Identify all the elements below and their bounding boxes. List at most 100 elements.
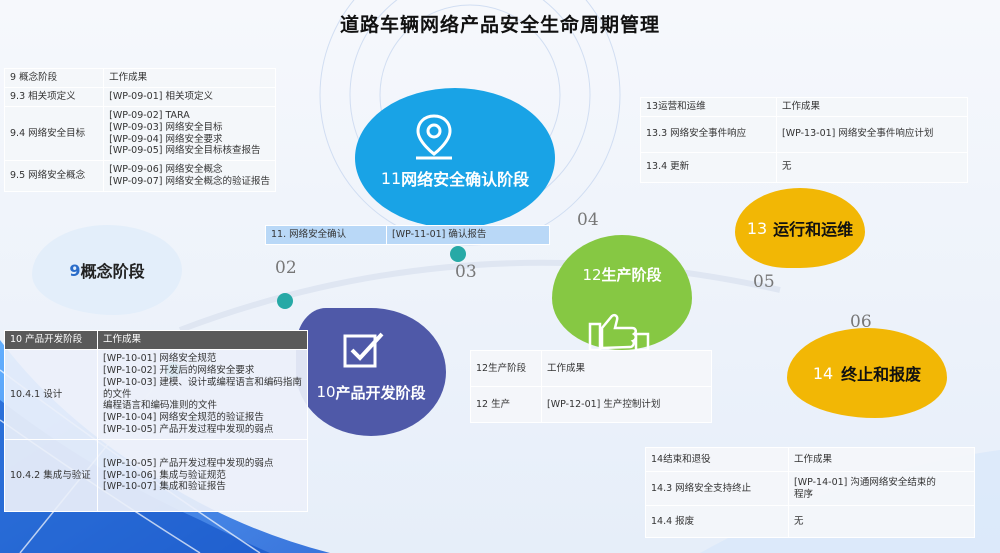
row-items: [WP-14-01] 沟通网络安全结束的 程序 xyxy=(788,471,975,506)
end-table: 14结束和退役 工作成果 14.3 网络安全支持终止 [WP-14-01] 沟通… xyxy=(645,447,975,538)
table-header: 10 产品开发阶段 工作成果 xyxy=(4,330,308,350)
row-items: [WP-09-01] 相关项定义 xyxy=(103,86,276,107)
row-item: [WP-14-01] 沟通网络安全结束的 xyxy=(794,476,936,488)
row-label: 10.4.1 设计 xyxy=(4,348,98,441)
stage-number: 10 xyxy=(316,383,336,401)
table-header-cell: 13运营和运维 xyxy=(640,97,777,117)
stage-number: 13 xyxy=(746,218,768,238)
row-item: [WP-10-07] 集成和验证报告 xyxy=(103,481,226,493)
row-items: [WP-10-05] 产品开发过程中发现的弱点 [WP-10-06] 集成与验证… xyxy=(97,439,308,512)
row-item: [WP-11-01] 确认报告 xyxy=(386,225,550,245)
stage-number: 12 xyxy=(582,265,602,284)
row-label: 9.5 网络安全概念 xyxy=(3,160,105,192)
row-item: [WP-10-02] 开发后的网络安全要求 xyxy=(103,364,255,376)
table-row: 9.3 相关项定义 [WP-09-01] 相关项定义 xyxy=(3,86,276,107)
page-title: 道路车辆网络产品安全生命周期管理 xyxy=(339,14,660,36)
marker-02: 02 xyxy=(275,258,297,278)
stage-number: 11 xyxy=(380,168,402,188)
row-label: 14.4 报废 xyxy=(645,505,789,538)
table-row: 13.4 更新 无 xyxy=(640,151,968,183)
stage-number: 9 xyxy=(69,260,81,280)
table-row: 9.4 网络安全目标 [WP-09-02] TARA [WP-09-03] 网络… xyxy=(3,105,276,162)
concept-table: 9 概念阶段 工作成果 9.3 相关项定义 [WP-09-01] 相关项定义 9… xyxy=(3,68,276,192)
checkbox-icon xyxy=(343,332,384,368)
row-label: 11. 网络安全确认 xyxy=(265,225,387,245)
marker-05: 05 xyxy=(753,272,775,292)
row-item: 无 xyxy=(788,505,975,538)
row-item: [WP-10-04] 网络安全规范的验证报告 xyxy=(103,412,264,424)
table-row: 10.4.2 集成与验证 [WP-10-05] 产品开发过程中发现的弱点 [WP… xyxy=(4,439,308,512)
stage-number: 14 xyxy=(812,363,834,383)
table-header: 12生产阶段 工作成果 xyxy=(470,350,712,387)
row-item: [WP-09-02] TARA xyxy=(109,109,190,121)
row-item: [WP-09-03] 网络安全目标 xyxy=(109,121,223,133)
table-header: 14结束和退役 工作成果 xyxy=(645,447,975,472)
dev-table: 10 产品开发阶段 工作成果 10.4.1 设计 [WP-10-01] 网络安全… xyxy=(4,330,308,512)
row-item: [WP-10-01] 网络安全规范 xyxy=(103,352,217,364)
table-header-cell: 10 产品开发阶段 xyxy=(4,330,98,350)
row-item: 无 xyxy=(776,151,968,183)
table-row: 10.4.1 设计 [WP-10-01] 网络安全规范 [WP-10-02] 开… xyxy=(4,348,308,441)
thumbs-up-icon xyxy=(588,313,650,352)
table-row: 9.5 网络安全概念 [WP-09-06] 网络安全概念 [WP-09-07] … xyxy=(3,160,276,192)
timeline-dot xyxy=(450,246,466,262)
production-table: 12生产阶段 工作成果 12 生产 [WP-12-01] 生产控制计划 xyxy=(470,350,712,423)
table-header: 13运营和运维 工作成果 xyxy=(640,97,968,117)
row-item: [WP-10-05] 产品开发过程中发现的弱点 xyxy=(103,457,274,469)
table-row: 14.4 报废 无 xyxy=(645,505,975,538)
table-header-cell: 12生产阶段 xyxy=(470,350,542,387)
table-header-cell: 工作成果 xyxy=(541,350,712,387)
stage-label: 运行和运维 xyxy=(773,220,854,239)
row-item: [WP-10-03] 建模、设计或编程语言和编码指南 xyxy=(103,376,302,388)
table-header: 9 概念阶段 工作成果 xyxy=(3,68,276,88)
row-item: [WP-13-01] 网络安全事件响应计划 xyxy=(776,115,968,153)
row-item: [WP-12-01] 生产控制计划 xyxy=(541,386,712,423)
row-item: 程序 xyxy=(794,488,814,500)
table-header-cell: 工作成果 xyxy=(776,97,968,117)
row-item: 的文件 xyxy=(103,388,132,400)
location-pin-icon xyxy=(416,114,452,160)
table-row: 12 生产 [WP-12-01] 生产控制计划 xyxy=(470,386,712,423)
row-item: [WP-09-06] 网络安全概念 xyxy=(109,164,223,176)
row-label: 9.4 网络安全目标 xyxy=(3,105,105,162)
stage-label: 生产阶段 xyxy=(601,266,662,284)
confirm-table: 11. 网络安全确认 [WP-11-01] 确认报告 xyxy=(265,225,550,245)
row-items: [WP-10-01] 网络安全规范 [WP-10-02] 开发后的网络安全要求 … xyxy=(97,348,308,441)
stage-end: 14 终止和报废 xyxy=(787,328,947,418)
table-row: 14.3 网络安全支持终止 [WP-14-01] 沟通网络安全结束的 程序 xyxy=(645,471,975,506)
row-item: 编程语言和编码准则的文件 xyxy=(103,400,218,412)
row-item: [WP-09-01] 相关项定义 xyxy=(109,90,213,102)
table-row: 11. 网络安全确认 [WP-11-01] 确认报告 xyxy=(265,225,550,245)
row-label: 13.3 网络安全事件响应 xyxy=(640,115,777,153)
stage-label: 网络安全确认阶段 xyxy=(401,170,530,189)
timeline-dot xyxy=(277,293,293,309)
row-label: 14.3 网络安全支持终止 xyxy=(645,471,789,506)
table-header-cell: 工作成果 xyxy=(97,330,308,350)
row-label: 13.4 更新 xyxy=(640,151,777,183)
ops-table: 13运营和运维 工作成果 13.3 网络安全事件响应 [WP-13-01] 网络… xyxy=(640,97,968,183)
row-items: [WP-09-06] 网络安全概念 [WP-09-07] 网络安全概念的验证报告 xyxy=(103,160,276,192)
row-item: [WP-10-06] 集成与验证规范 xyxy=(103,469,226,481)
row-item: [WP-09-05] 网络安全目标核查报告 xyxy=(109,145,261,157)
table-row: 13.3 网络安全事件响应 [WP-13-01] 网络安全事件响应计划 xyxy=(640,115,968,153)
marker-04: 04 xyxy=(577,210,599,230)
stage-label: 产品开发阶段 xyxy=(335,383,426,402)
row-items: [WP-09-02] TARA [WP-09-03] 网络安全目标 [WP-09… xyxy=(103,105,276,162)
table-header-cell: 工作成果 xyxy=(103,68,276,88)
stage-label: 终止和报废 xyxy=(841,365,922,384)
stage-ops: 13 运行和运维 xyxy=(735,188,865,268)
marker-06: 06 xyxy=(850,312,872,332)
table-header-cell: 9 概念阶段 xyxy=(3,68,105,88)
row-label: 9.3 相关项定义 xyxy=(3,86,105,107)
marker-03: 03 xyxy=(455,262,477,282)
row-item: [WP-10-05] 产品开发过程中发现的弱点 xyxy=(103,424,274,436)
table-header-cell: 工作成果 xyxy=(788,447,975,472)
table-header-cell: 14结束和退役 xyxy=(645,447,789,472)
row-label: 10.4.2 集成与验证 xyxy=(4,439,98,512)
row-label: 12 生产 xyxy=(470,386,542,423)
row-item: [WP-09-04] 网络安全要求 xyxy=(109,133,223,145)
